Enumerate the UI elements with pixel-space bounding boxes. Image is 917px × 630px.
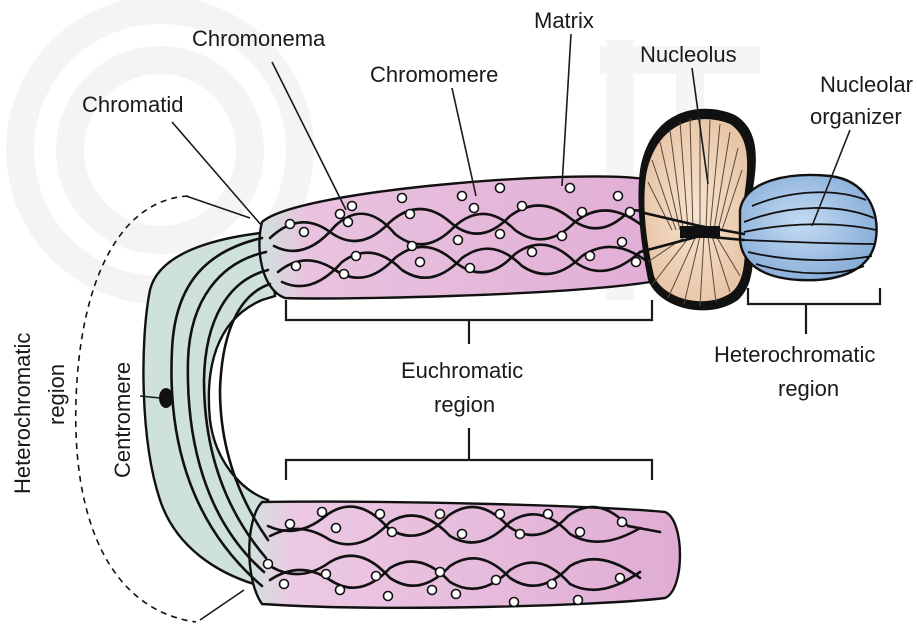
right-heterochromatic-bracket <box>748 288 880 334</box>
centromere-dot <box>159 388 173 408</box>
right-heterochromatic-label-line2: region <box>778 376 839 401</box>
nucleolar-organizer-label-line2: organizer <box>810 104 902 129</box>
nucleolar-organizer <box>740 175 877 280</box>
left-heterochromatic-label-line1: Heterochromatic <box>10 333 35 494</box>
euchromatic-label-line2: region <box>434 392 495 417</box>
nucleolus-label: Nucleolus <box>640 42 737 67</box>
euchromatic-top-bracket <box>286 300 652 344</box>
matrix-label: Matrix <box>534 8 594 33</box>
chromatid-label: Chromatid <box>82 92 183 117</box>
centromere-label: Centromere <box>110 362 135 478</box>
chromomere-label: Chromomere <box>370 62 498 87</box>
left-heterochromatic-label-line2: region <box>44 364 69 425</box>
right-heterochromatic-label-line1: Heterochromatic <box>714 342 875 367</box>
nucleolus <box>638 109 755 311</box>
nucleolar-organizer-label-line1: Nucleolar <box>820 72 913 97</box>
euchromatic-label-line1: Euchromatic <box>401 358 523 383</box>
lower-euchromatic-arm <box>249 502 680 608</box>
chromonema-label: Chromonema <box>192 26 326 51</box>
euchromatic-bottom-bracket <box>286 428 652 480</box>
